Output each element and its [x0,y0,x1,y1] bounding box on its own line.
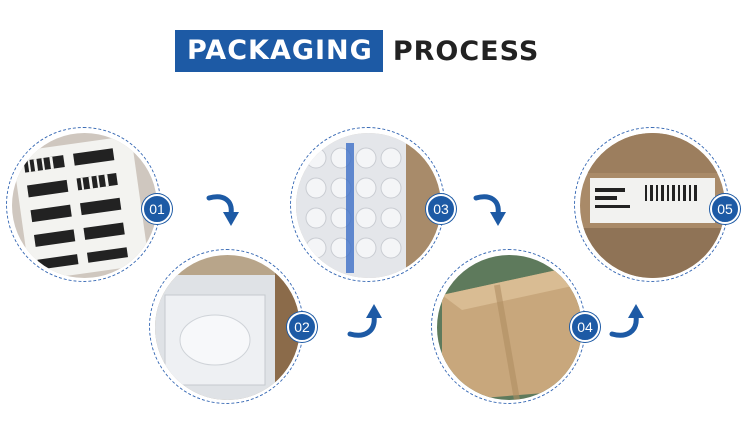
curved-arrow-down-icon [473,194,506,226]
step-number-badge: 05 [710,194,740,224]
step-number-badge: 04 [570,312,600,342]
step-3: 03 [290,127,456,282]
step-number-badge: 03 [426,194,456,224]
curved-arrow-up-icon [609,304,644,338]
step-photo-labels [12,133,157,278]
step-photo-bag [155,255,300,400]
curved-arrow-down-icon [206,194,239,226]
step-photo-shipping-label [580,133,725,278]
step-4: 04 [431,249,600,404]
title-highlight: PACKAGING [175,30,383,72]
step-5: 05 [574,127,740,282]
step-photo-carton [437,255,582,400]
step-1: 01 [6,127,172,282]
step-photo-bubble-wrap [296,133,441,278]
curved-arrow-up-icon [347,304,382,338]
step-number-badge: 02 [287,312,317,342]
title-rest: PROCESS [392,35,540,67]
step-2: 02 [149,249,317,404]
page-title: PACKAGING PROCESS [175,30,539,72]
step-number-badge: 01 [142,194,172,224]
